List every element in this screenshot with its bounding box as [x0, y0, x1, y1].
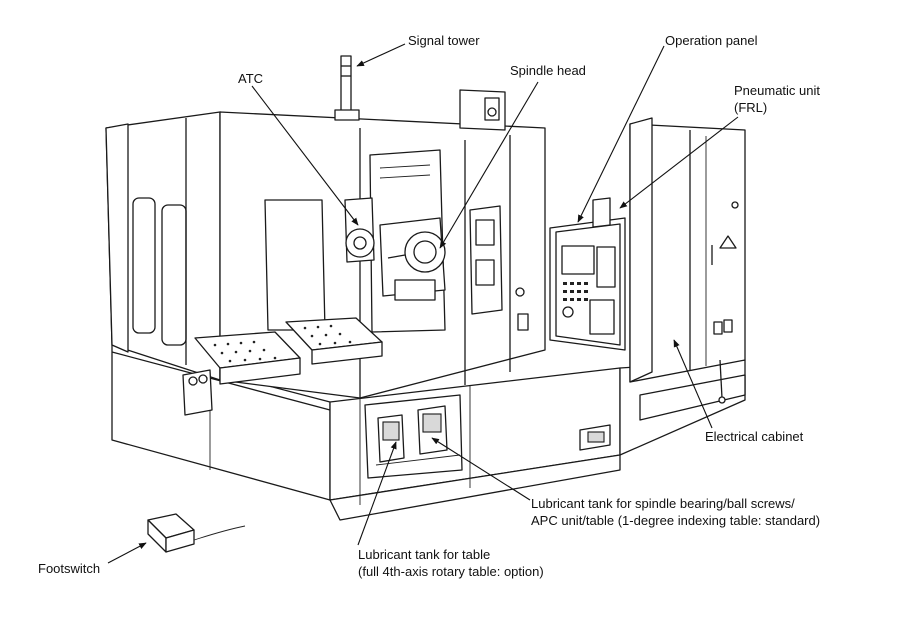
- signal-tower-label: Signal tower: [408, 33, 480, 48]
- spindle-head-label: Spindle head: [510, 63, 586, 78]
- lubricant-spindle-label-line1: Lubricant tank for spindle bearing/ball …: [531, 496, 795, 511]
- lubricant-table-label-line1: Lubricant tank for table: [358, 547, 491, 562]
- signal-tower: [334, 55, 360, 121]
- operation-panel: [549, 197, 626, 351]
- operation-panel-label: Operation panel: [665, 33, 758, 48]
- pallets: [194, 317, 383, 385]
- pneumatic-unit-label: Pneumatic unit: [734, 83, 820, 98]
- electrical-cabinet-label: Electrical cabinet: [705, 429, 804, 444]
- lubricant-spindle-label-line2: APC unit/table (1-degree indexing table:…: [531, 513, 821, 528]
- footswitch-device: [147, 513, 246, 553]
- spindle-area: [344, 149, 529, 333]
- footswitch-label: Footswitch: [38, 561, 101, 576]
- left-enclosure: [105, 111, 361, 416]
- lubricant-tanks: [364, 394, 463, 479]
- pneumatic-frl-label: (FRL): [734, 100, 768, 115]
- leader-lines: [107, 43, 739, 564]
- electrical-cabinet: [629, 117, 746, 404]
- lubricant-table-label-line2: (full 4th-axis rotary table: option): [358, 564, 544, 579]
- atc-label: ATC: [238, 71, 264, 86]
